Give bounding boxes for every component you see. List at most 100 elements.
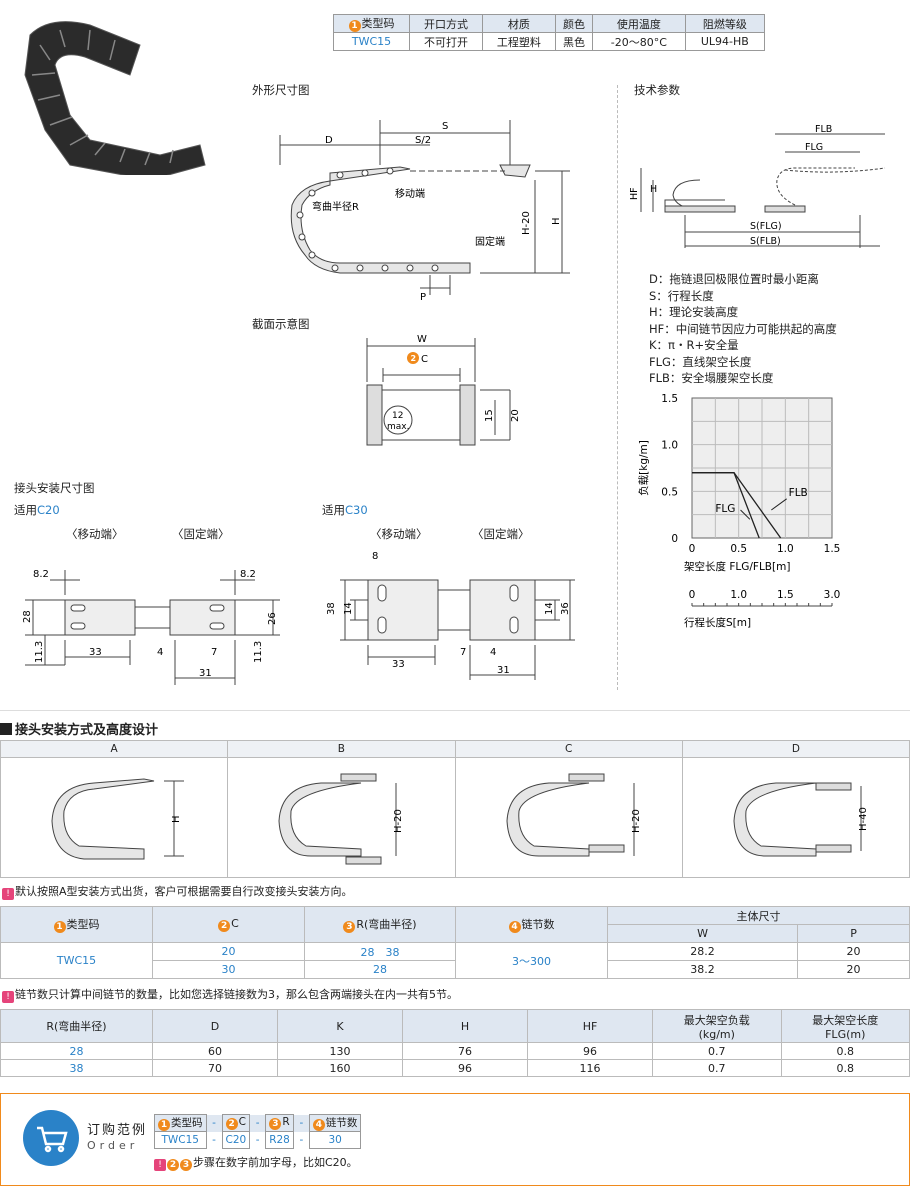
spec-v-type: TWC15 <box>332 32 411 51</box>
dim-SFLG: S(FLG) <box>750 221 782 232</box>
def-HF: HF：中间链节因应力可能拱起的高度 <box>649 321 837 336</box>
t3-h-d: D <box>152 1009 278 1043</box>
dim-D: D <box>325 135 333 146</box>
section-drawing: W 2 C 12 max. 15 20 <box>366 334 521 446</box>
spec-v-open: 不可打开 <box>409 32 483 51</box>
chart-xtick: 1.0 <box>777 543 794 555</box>
dim-H: H <box>551 217 562 225</box>
dim-P: P <box>420 292 426 303</box>
o-v-c: C20 <box>221 1131 251 1149</box>
dim-S2: S/2 <box>415 135 431 146</box>
t3-d-0: 60 <box>152 1042 278 1060</box>
chart-xtick: 0.5 <box>730 543 747 555</box>
install-H-B: H-20 <box>393 809 404 833</box>
c20-d31: 31 <box>199 668 212 679</box>
chart-legend-FLB: FLB <box>789 487 808 499</box>
dim-SFLB: S(FLB) <box>750 236 781 247</box>
chart-leader-FLB <box>771 498 787 511</box>
cart-icon <box>23 1110 79 1166</box>
t2-h-main: 主体尺寸 <box>607 906 910 925</box>
t2-h-p: P <box>797 924 910 943</box>
c30-joint-drawing: 8 38 14 33 7 4 31 14 36 <box>326 551 575 680</box>
spec-v-temp: -20～80°C <box>592 32 686 51</box>
install-img-B: H-20 <box>227 757 456 878</box>
t3-h-hf: HF <box>527 1009 653 1043</box>
max12: 12 <box>392 411 403 421</box>
def-H: H：理论安装高度 <box>649 305 739 319</box>
c20-d7: 7 <box>211 647 217 658</box>
t2-c-1: 30 <box>152 960 305 979</box>
section-title: 截面示意图 <box>252 317 310 331</box>
label-fixed-end: 固定端 <box>475 235 505 248</box>
chart-x2label: 行程长度S[m] <box>684 616 751 629</box>
spec-h-material: 材质 <box>481 14 556 33</box>
c30-d14a: 14 <box>343 602 354 615</box>
c30-label: 适用C30 <box>322 503 368 517</box>
c20-d4: 4 <box>157 647 163 658</box>
chart-ytick: 0 <box>671 533 678 545</box>
c20-d33: 33 <box>89 647 102 658</box>
t3-len-1: 0.8 <box>780 1059 910 1077</box>
o-sep-1: - <box>206 1114 222 1132</box>
section-rule <box>0 710 910 711</box>
install-H-C: H-20 <box>631 809 642 833</box>
spec-h-open: 开口方式 <box>409 14 483 33</box>
c30-d36: 36 <box>560 602 571 615</box>
t3-d-1: 70 <box>152 1059 278 1077</box>
joint-title: 接头安装尺寸图 <box>14 481 95 495</box>
c20-fixed: 〈固定端〉 <box>172 527 230 541</box>
c30-fixed: 〈固定端〉 <box>472 527 530 541</box>
dim-FLB: FLB <box>815 124 832 135</box>
o-sep-5: - <box>255 1134 260 1146</box>
chart-legend-FLG: FLG <box>715 503 735 515</box>
outline-title: 外形尺寸图 <box>252 83 310 97</box>
chart-leader-FLG <box>740 509 751 520</box>
t2-r-0: 28 38 <box>304 942 456 961</box>
order-title: 订购范例 <box>87 1123 148 1138</box>
c30-d4: 4 <box>490 647 496 658</box>
note-2: !链节数只计算中间链节的数量，比如您选择链接数为3，那么包含两端接头在内一共有5… <box>2 986 458 1003</box>
t3-r-1: 38 <box>0 1059 153 1077</box>
chart-x2tick: 1.0 <box>730 589 747 601</box>
def-FLB: FLB：安全塌腰架空长度 <box>649 371 774 385</box>
c20-joint-drawing: 8.2 8.2 28 11.3 33 4 7 31 26 11.3 <box>22 569 280 685</box>
o-v-type: TWC15 <box>154 1131 207 1149</box>
c20-d26: 26 <box>267 612 278 625</box>
install-h-B: B <box>227 740 456 758</box>
install-img-D: H-40 <box>681 757 910 878</box>
def-S: S：行程长度 <box>649 288 714 303</box>
t2-w-1: 38.2 <box>606 960 799 979</box>
t2-p-1: 20 <box>797 960 910 979</box>
dim-W: W <box>417 334 427 345</box>
dim-H-tech: H <box>650 184 657 195</box>
chart-ylabel: 负载[kg/m] <box>637 440 650 496</box>
install-h-A: A <box>0 740 229 758</box>
t2-type: TWC15 <box>0 942 153 979</box>
o-sep-6: - <box>299 1134 304 1146</box>
dim-H20: H-20 <box>521 211 532 235</box>
t2-h-w: W <box>606 924 799 943</box>
c20-d82a: 8.2 <box>33 569 49 580</box>
dim-FLG: FLG <box>805 142 823 153</box>
install-h-D: D <box>681 740 910 758</box>
c20-moving: 〈移动端〉 <box>66 527 124 541</box>
c20-label: 适用C20 <box>14 503 60 517</box>
chart-x2tick: 3.0 <box>824 589 841 601</box>
spec-v-material: 工程塑料 <box>481 32 556 51</box>
c20-d113b: 11.3 <box>253 641 264 663</box>
dim-S: S <box>442 121 448 132</box>
install-img-C: H-20 <box>454 757 683 878</box>
